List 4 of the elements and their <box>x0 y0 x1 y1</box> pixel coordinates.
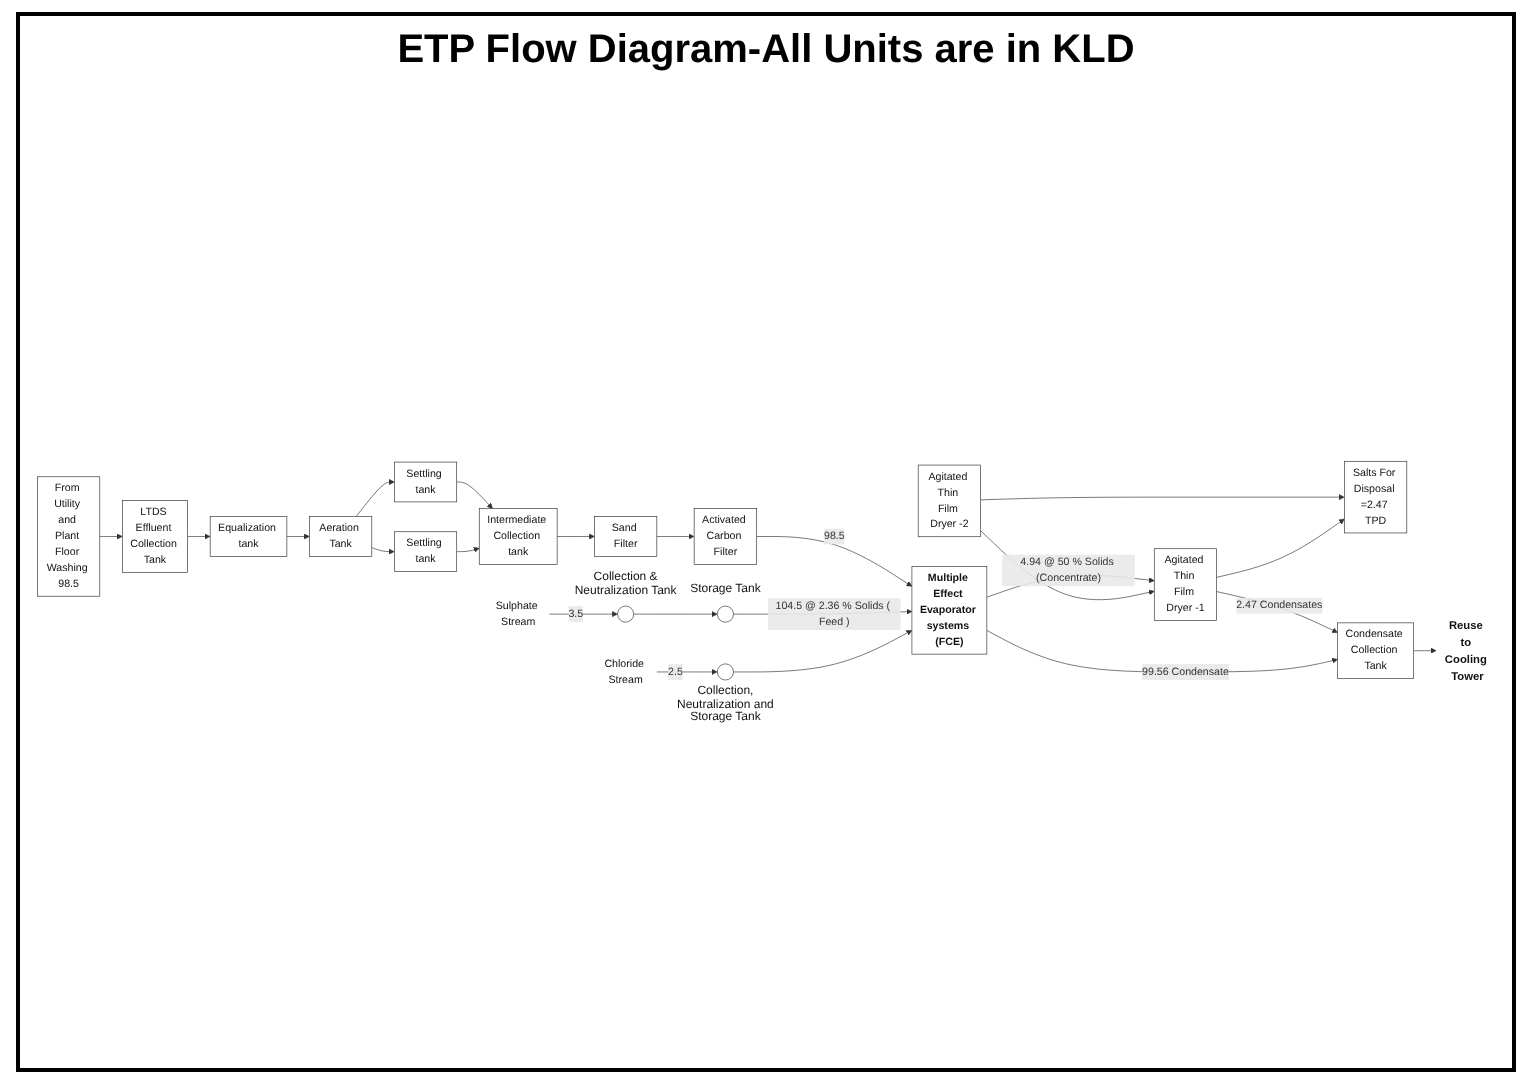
node-circle <box>717 662 734 680</box>
node-circle <box>717 605 734 622</box>
diagram-title: ETP Flow Diagram-All Units are in KLD <box>395 28 1137 74</box>
node-circle <box>617 605 635 622</box>
